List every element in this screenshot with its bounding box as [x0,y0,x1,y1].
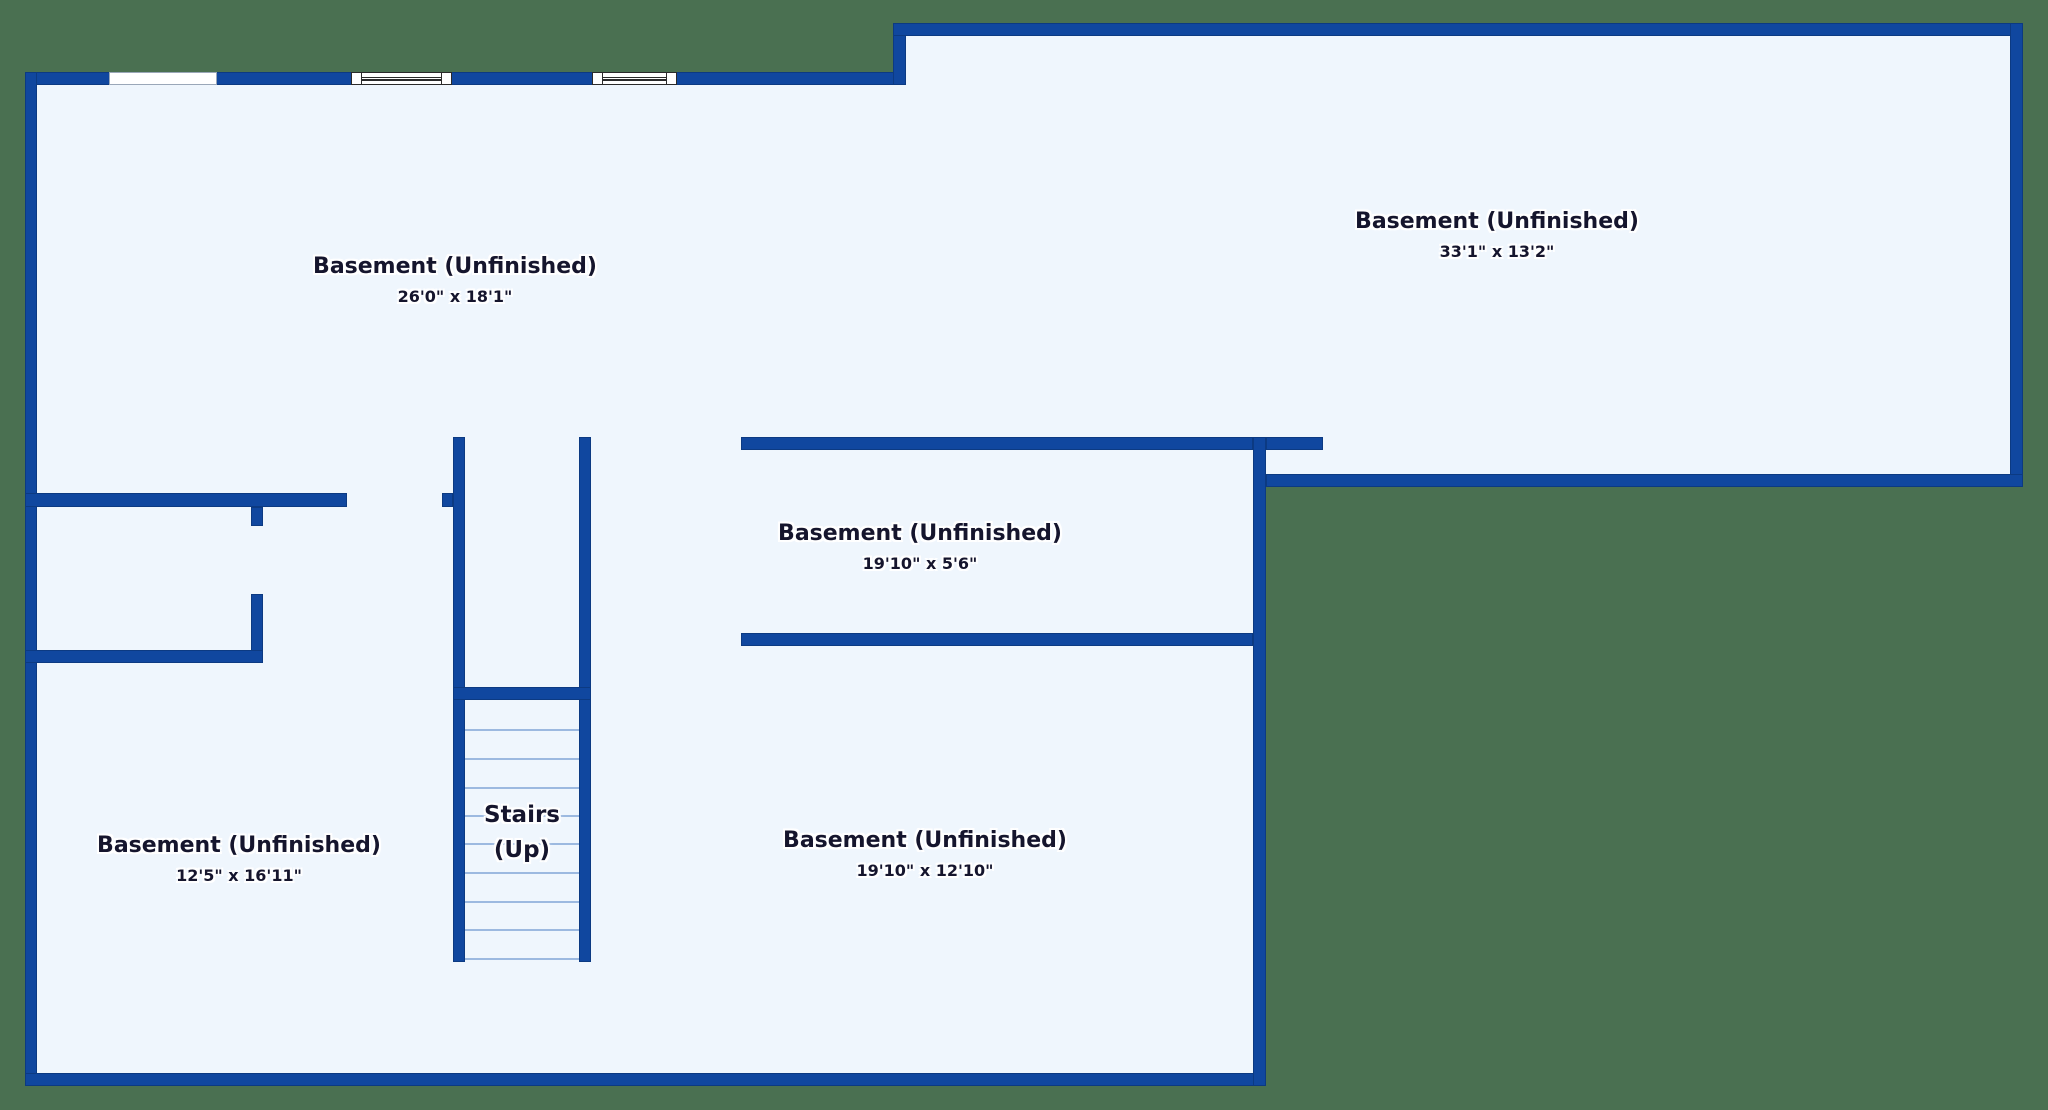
window-end-cap [441,73,451,84]
stair-tread-line [465,729,579,731]
window-end-cap [352,73,362,84]
wall-right-wing-bottom [1266,474,2023,487]
window-slider-icon [592,72,677,85]
room-name: Basement (Unfinished) [778,521,1062,546]
wall-step-vertical [893,23,906,85]
room-dimensions: 33'1" x 13'2" [1439,242,1555,261]
stair-tread-line [465,815,579,817]
room-dimensions: 19'10" x 12'10" [856,861,994,880]
window-rail-line [362,76,441,79]
wall-top-left [25,72,906,85]
wall-interior-upper-left [25,493,347,507]
wall-top-right [893,23,2023,36]
room-label-top-right: Basement (Unfinished) 33'1" x 13'2" [1355,207,1639,267]
window-end-cap [593,73,603,84]
stair-tread-line [465,843,579,845]
stairs-label-line1: Stairs [484,802,560,828]
room-label-middle: Basement (Unfinished) 19'10" x 5'6" [778,519,1062,579]
room-dimensions: 26'0" x 18'1" [397,287,513,306]
room-name: Basement (Unfinished) [97,833,381,858]
stair-tread-line [465,758,579,760]
wall-middle-room-bottom [741,633,1253,646]
wall-middle-room-top [741,437,1253,450]
window-rail-line [603,76,666,79]
wall-bottom-exterior [25,1073,1266,1086]
stairs-label: Stairs (Up) [484,798,560,868]
stair-tread-line [465,901,579,903]
room-dimensions: 19'10" x 5'6" [862,554,978,573]
wall-right-exterior [2010,23,2023,487]
stair-tread-line [465,929,579,931]
stair-tread-line [465,872,579,874]
window-slider-icon [351,72,452,85]
window-fixed-icon [109,72,217,85]
room-label-bottom: Basement (Unfinished) 19'10" x 12'10" [783,826,1067,886]
wall-center-vertical [1253,437,1266,1086]
wall-interior-vertical-left [251,594,263,663]
window-rail-line [362,79,441,81]
room-name: Basement (Unfinished) [313,254,597,279]
floor-area-right-wing [898,28,2016,478]
wall-stub-right-wing [1266,437,1323,450]
room-dimensions: 12'5" x 16'11" [176,866,302,885]
room-label-bottom-left: Basement (Unfinished) 12'5" x 16'11" [97,831,381,891]
stair-tread-line [465,787,579,789]
wall-doorway-stub-upper [251,507,263,526]
wall-interior-lower-left [25,650,263,663]
room-name: Basement (Unfinished) [1355,209,1639,234]
window-rail-line [603,79,666,81]
stairs-label-line2: (Up) [493,837,551,863]
wall-stub-at-stairs [442,493,453,507]
window-end-cap [666,73,676,84]
stair-tread-line [465,958,579,960]
wall-left-exterior [25,72,37,1086]
room-label-top-left: Basement (Unfinished) 26'0" x 18'1" [313,252,597,312]
wall-stairs-landing [453,687,591,700]
room-name: Basement (Unfinished) [783,828,1067,853]
